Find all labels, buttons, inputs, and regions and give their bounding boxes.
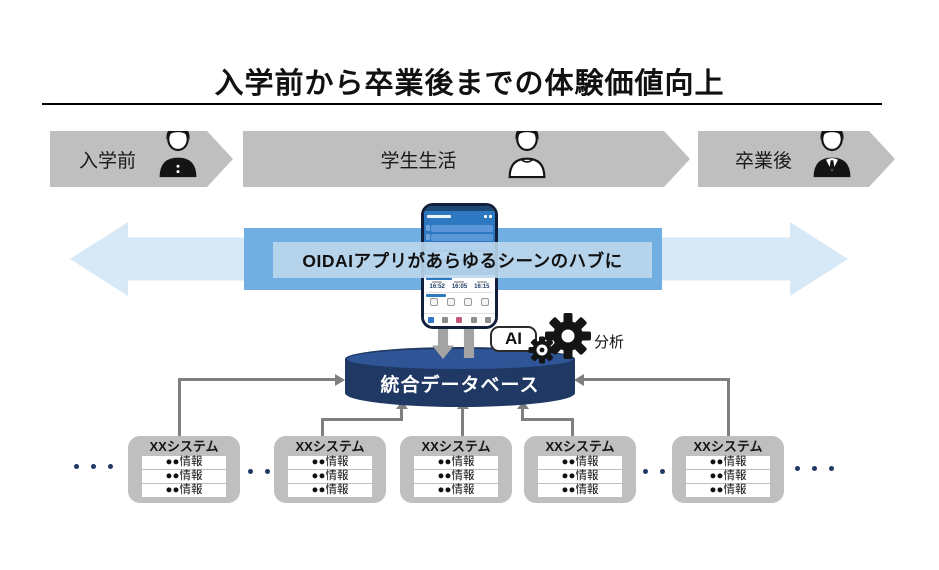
system-info-item: ●●情報 — [288, 470, 372, 483]
ellipsis-dots-between-left — [248, 469, 270, 474]
phone-section-label — [426, 277, 452, 280]
connector-line — [727, 378, 730, 436]
phone-app-header — [424, 211, 495, 222]
home-icon — [428, 317, 435, 323]
system-box-title: XXシステム — [295, 439, 365, 454]
hub-banner-text: OIDAIアプリがあらゆるシーンのハブに — [302, 250, 623, 271]
connector-line — [571, 418, 574, 436]
analysis-label: 分析 — [594, 334, 625, 351]
gear-large-icon — [544, 312, 592, 365]
phase-label: 入学前 — [78, 150, 136, 172]
system-box: XXシステム ●●情報 ●●情報 ●●情報 — [400, 436, 512, 503]
student-uniform-icon — [152, 121, 204, 184]
system-box-title: XXシステム — [545, 439, 615, 454]
hub-banner: OIDAIアプリがあらゆるシーンのハブに — [273, 242, 652, 278]
system-info-item: ●●情報 — [686, 456, 770, 469]
ai-badge-label: AI — [505, 329, 522, 348]
system-info-item: ●●情報 — [538, 456, 622, 469]
system-info-item: ●●情報 — [538, 470, 622, 483]
phone-app-title — [427, 215, 451, 218]
system-box-list: ●●情報 ●●情報 ●●情報 — [288, 456, 372, 497]
system-info-item: ●●情報 — [414, 484, 498, 497]
system-box: XXシステム ●●情報 ●●情報 ●●情報 — [274, 436, 386, 503]
phone-time: 16:52 — [429, 284, 445, 290]
ellipsis-dots-right — [795, 466, 834, 471]
page-title: 入学前から卒業後までの体験価値向上 — [214, 68, 725, 100]
system-box-title: XXシステム — [421, 439, 491, 454]
phase-chevron-student-life: 学生生活 — [243, 131, 690, 187]
connector-line — [521, 418, 574, 421]
connector-line — [400, 408, 403, 421]
phone-shortcut-icons — [426, 298, 493, 306]
phone-schedule-section: 16:52 16:05 16:15 — [424, 275, 495, 313]
phase-label: 卒業後 — [734, 150, 792, 172]
connector-line — [321, 418, 324, 436]
system-box-list: ●●情報 ●●情報 ●●情報 — [142, 456, 226, 497]
phase-chevron-after-graduation: 卒業後 — [698, 131, 895, 187]
nav-icon — [442, 317, 449, 323]
phone-list-row — [426, 233, 493, 241]
system-box: XXシステム ●●情報 ●●情報 ●●情報 — [672, 436, 784, 503]
connector-arrowhead — [335, 373, 345, 386]
connector-line — [321, 418, 403, 421]
system-info-item: ●●情報 — [142, 470, 226, 483]
connector-arrowhead — [574, 373, 584, 386]
phone-list-row — [426, 224, 493, 232]
system-box: XXシステム ●●情報 ●●情報 ●●情報 — [128, 436, 240, 503]
system-info-item: ●●情報 — [142, 484, 226, 497]
ellipsis-dots-between-right — [643, 469, 665, 474]
system-info-item: ●●情報 — [686, 484, 770, 497]
ellipsis-dots-left — [74, 464, 113, 469]
phone-time: 16:05 — [451, 284, 468, 290]
system-info-item: ●●情報 — [686, 470, 770, 483]
nav-icon — [484, 317, 491, 323]
system-box-title: XXシステム — [693, 439, 763, 454]
phase-chevron-before-enrollment: 入学前 — [50, 131, 233, 187]
phase-label: 学生生活 — [380, 150, 457, 172]
gear-small-icon — [528, 336, 556, 369]
system-info-item: ●●情報 — [414, 470, 498, 483]
system-box-list: ●●情報 ●●情報 ●●情報 — [414, 456, 498, 497]
database-label: 統合データベース — [380, 375, 540, 396]
system-box-list: ●●情報 ●●情報 ●●情報 — [686, 456, 770, 497]
phone-status-bar — [424, 206, 495, 211]
title-underline — [42, 103, 882, 105]
connector-line — [461, 408, 464, 436]
system-info-item: ●●情報 — [142, 456, 226, 469]
system-info-item: ●●情報 — [288, 484, 372, 497]
nav-icon — [456, 317, 463, 323]
connector-line — [178, 378, 181, 436]
connector-line — [521, 408, 524, 421]
phone-section-label — [426, 294, 446, 297]
system-box-list: ●●情報 ●●情報 ●●情報 — [538, 456, 622, 497]
phone-time: 16:15 — [474, 284, 490, 290]
phone-times-row: 16:52 16:05 16:15 — [426, 281, 493, 291]
system-info-item: ●●情報 — [538, 484, 622, 497]
system-box-title: XXシステム — [149, 439, 219, 454]
system-info-item: ●●情報 — [414, 456, 498, 469]
connector-arrowhead — [516, 401, 529, 409]
system-box: XXシステム ●●情報 ●●情報 ●●情報 — [524, 436, 636, 503]
connector-line — [178, 378, 336, 381]
graduate-business-icon — [806, 121, 858, 184]
student-casual-icon — [501, 121, 553, 184]
system-info-item: ●●情報 — [288, 456, 372, 469]
nav-icon — [470, 317, 477, 323]
phone-header-icons — [484, 215, 492, 218]
phone-bottom-nav — [424, 313, 495, 326]
connector-line — [584, 378, 730, 381]
